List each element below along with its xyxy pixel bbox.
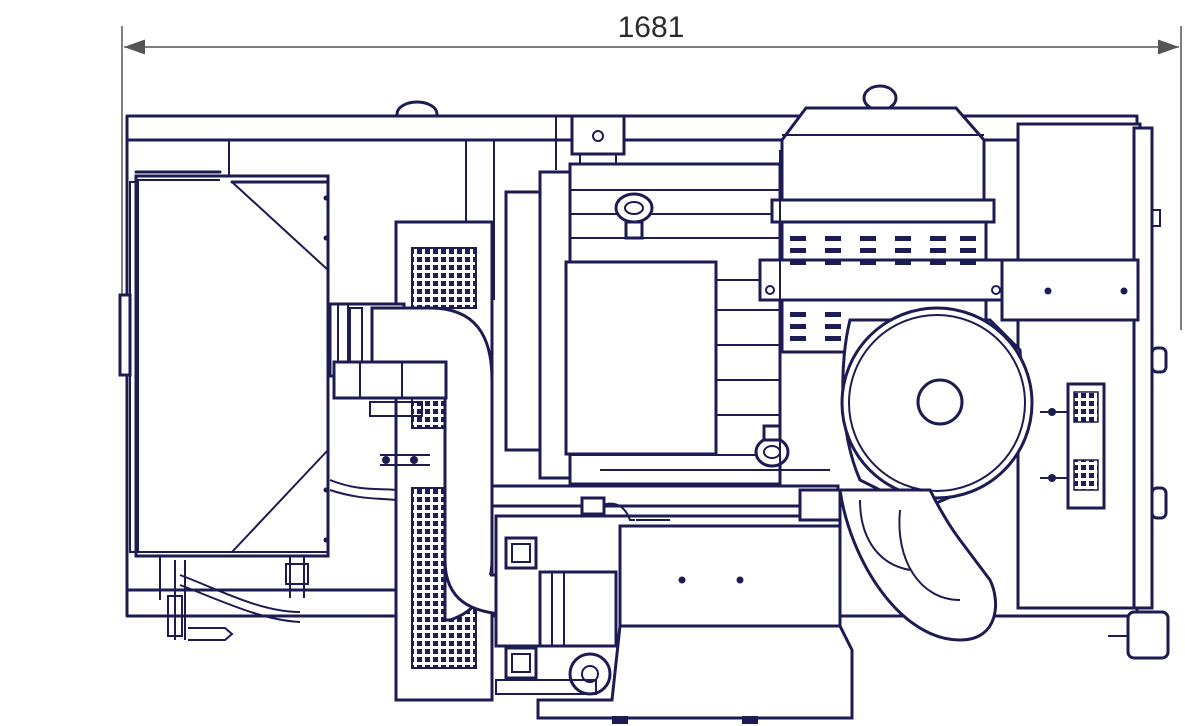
dimension-label: 1681 xyxy=(618,11,685,44)
lifting-eye-top xyxy=(614,192,654,224)
lifting-eye-bottom xyxy=(754,436,790,468)
exhaust-pipe xyxy=(838,488,997,642)
pulley-hub xyxy=(916,378,964,426)
engine-block xyxy=(490,484,854,724)
radiator xyxy=(118,170,330,641)
air-filter xyxy=(560,84,1006,500)
alternator xyxy=(504,114,790,486)
flywheel xyxy=(840,306,1034,512)
intake-pipe xyxy=(328,302,542,622)
filter-fins xyxy=(790,236,976,341)
overall-dimension: 1681 xyxy=(121,11,1182,330)
mesh-upper xyxy=(411,247,477,309)
terminal-box xyxy=(564,260,718,456)
